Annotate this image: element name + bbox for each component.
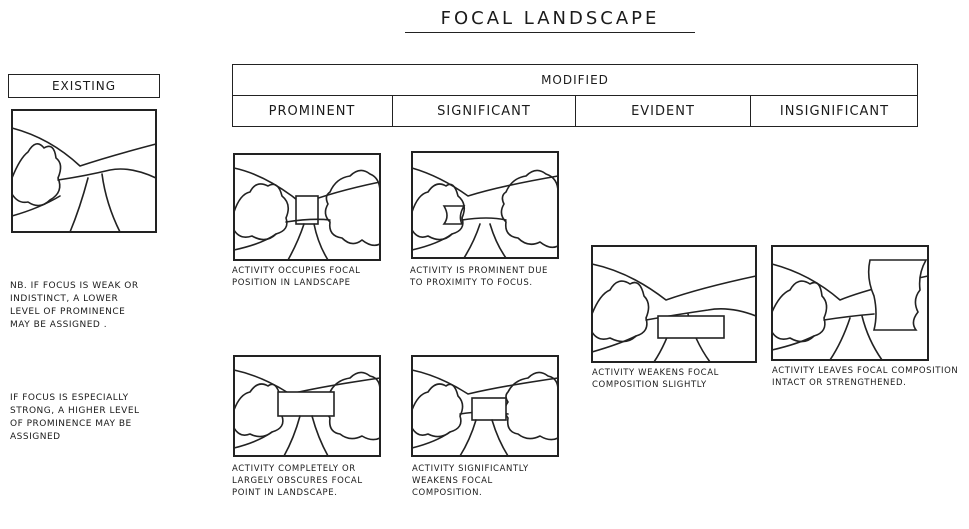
sketch-significant-2: [411, 355, 559, 457]
sketch-prominent-2: [233, 355, 381, 457]
existing-label: EXISTING: [8, 74, 160, 98]
sketch-existing: [11, 109, 157, 233]
caption-significant-1: ACTIVITY IS PROMINENT DUE TO PROXIMITY T…: [410, 266, 548, 288]
column-evident: EVIDENT: [575, 95, 750, 127]
caption-prominent-1: ACTIVITY OCCUPIES FOCAL POSITION IN LAND…: [232, 266, 361, 288]
note-strong-focus: IF FOCUS IS ESPECIALLY STRONG, A HIGHER …: [10, 393, 140, 442]
sketch-prominent-1: [233, 153, 381, 261]
diagram-title: FOCAL LANDSCAPE: [405, 6, 695, 33]
sketch-evident-1: [591, 245, 757, 363]
column-prominent: PROMINENT: [268, 103, 356, 119]
column-significant: SIGNIFICANT: [392, 95, 575, 127]
note-weak-focus: NB. IF FOCUS IS WEAK OR INDISTINCT, A LO…: [10, 281, 139, 330]
sketch-significant-1: [411, 151, 559, 259]
sketch-insignificant-1: [771, 245, 929, 361]
caption-evident-1: ACTIVITY WEAKENS FOCAL COMPOSITION SLIGH…: [592, 368, 719, 390]
caption-prominent-2: ACTIVITY COMPLETELY OR LARGELY OBSCURES …: [232, 464, 363, 498]
modified-header: MODIFIED: [232, 64, 918, 96]
column-insignificant: INSIGNIFICANT: [750, 95, 918, 127]
caption-insignificant-1: ACTIVITY LEAVES FOCAL COMPOSITION INTACT…: [772, 366, 959, 388]
caption-significant-2: ACTIVITY SIGNIFICANTLY WEAKENS FOCAL COM…: [412, 464, 529, 498]
